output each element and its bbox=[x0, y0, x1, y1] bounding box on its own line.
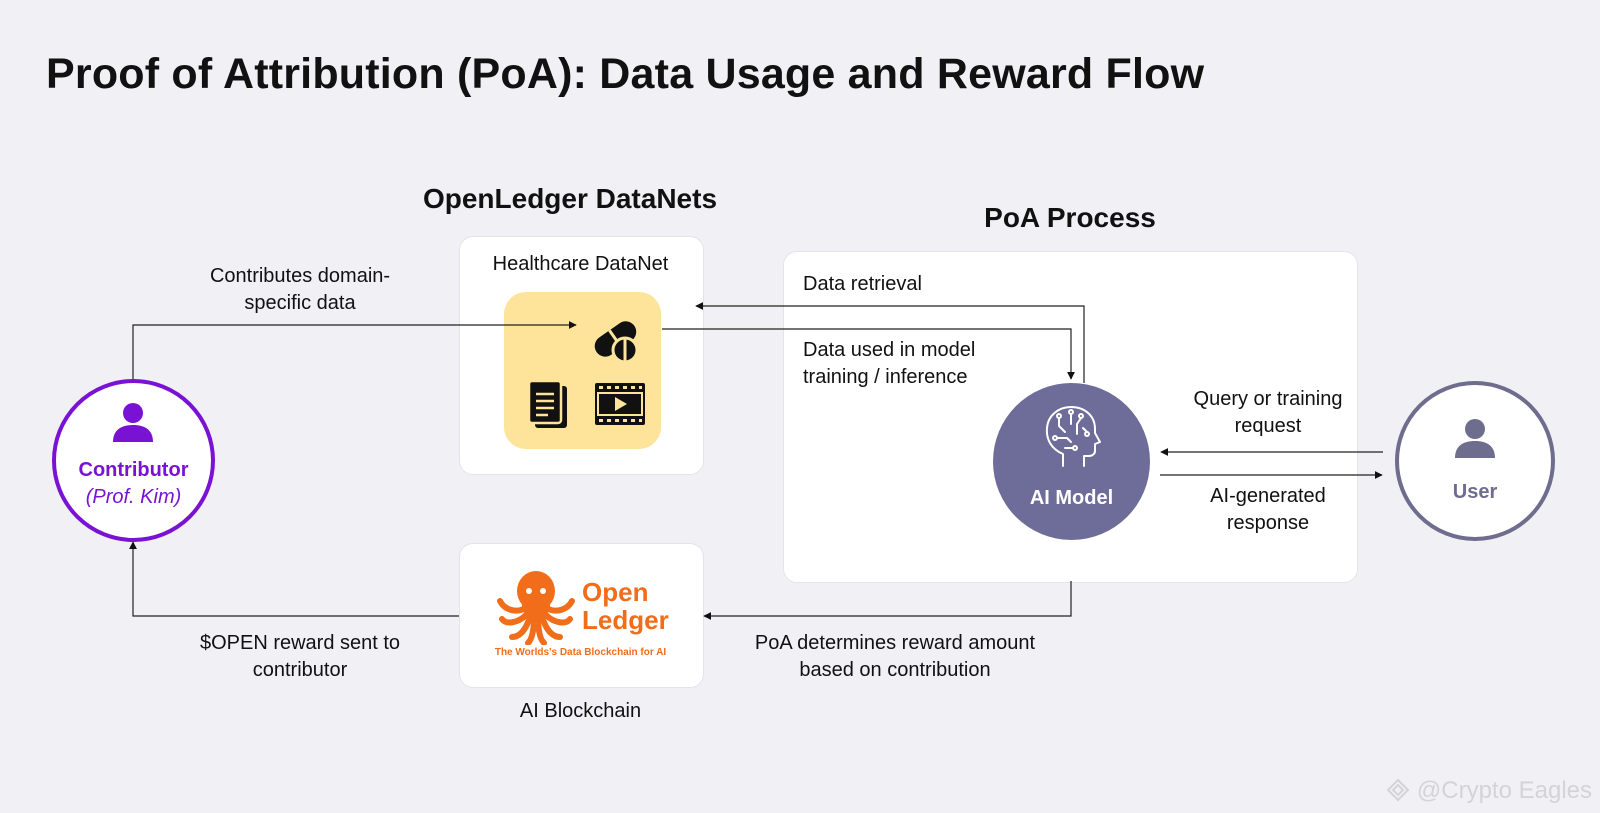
contributor-name: Contributor bbox=[78, 459, 189, 481]
brain-circuit-icon bbox=[1045, 406, 1101, 467]
data-used-label-line1: Data used in model bbox=[803, 339, 976, 361]
contributes-label-line1: Contributes domain- bbox=[209, 265, 391, 287]
user-label: User bbox=[1452, 481, 1498, 503]
poa-process-heading: PoA Process bbox=[984, 202, 1156, 233]
watermark: @Crypto Eagles bbox=[1386, 777, 1592, 805]
query-label-line1: Query or training bbox=[1193, 388, 1343, 410]
reward-label-line2: contributor bbox=[252, 659, 348, 681]
data-used-arrow bbox=[662, 328, 1075, 380]
ai-blockchain-caption: AI Blockchain bbox=[519, 700, 642, 722]
user-icon bbox=[1455, 419, 1495, 458]
datanets-heading: OpenLedger DataNets bbox=[422, 183, 718, 214]
user-node bbox=[1395, 381, 1555, 541]
poa-determines-label-line2: based on contribution bbox=[799, 659, 991, 681]
reward-arrow bbox=[129, 541, 459, 617]
logo-tagline: The Worlds's Data Blockchain for AI bbox=[494, 647, 667, 658]
document-icon bbox=[527, 380, 567, 428]
datanet-card-title: Healthcare DataNet bbox=[492, 253, 669, 275]
reward-label-line1: $OPEN reward sent to bbox=[199, 632, 401, 654]
contributes-data-arrow bbox=[132, 321, 577, 379]
video-icon bbox=[595, 383, 645, 425]
page-title: Proof of Attribution (PoA): Data Usage a… bbox=[46, 50, 1205, 98]
diamond-icon bbox=[1386, 778, 1410, 802]
logo-text-ledger: Ledger bbox=[582, 605, 669, 635]
logo-text-open: Open bbox=[582, 577, 649, 607]
data-retrieval-arrow bbox=[695, 302, 1085, 383]
response-label-line2: response bbox=[1226, 512, 1310, 534]
pill-icon bbox=[594, 321, 639, 364]
poa-determines-label-line1: PoA determines reward amount bbox=[754, 632, 1036, 654]
poa-determines-arrow bbox=[703, 581, 1072, 620]
ai-model-label: AI Model bbox=[1029, 487, 1114, 509]
contributes-label-line2: specific data bbox=[244, 292, 356, 314]
data-retrieval-label: Data retrieval bbox=[803, 273, 922, 295]
openledger-card bbox=[459, 543, 704, 688]
contributor-subtitle: (Prof. Kim) bbox=[85, 486, 182, 508]
data-used-label-line2: training / inference bbox=[803, 366, 968, 388]
response-label-line1: AI-generated bbox=[1210, 485, 1326, 507]
query-label-line2: request bbox=[1234, 415, 1302, 437]
watermark-text: @Crypto Eagles bbox=[1416, 777, 1592, 804]
user-icon bbox=[113, 403, 153, 442]
octopus-logo-icon bbox=[497, 571, 575, 645]
